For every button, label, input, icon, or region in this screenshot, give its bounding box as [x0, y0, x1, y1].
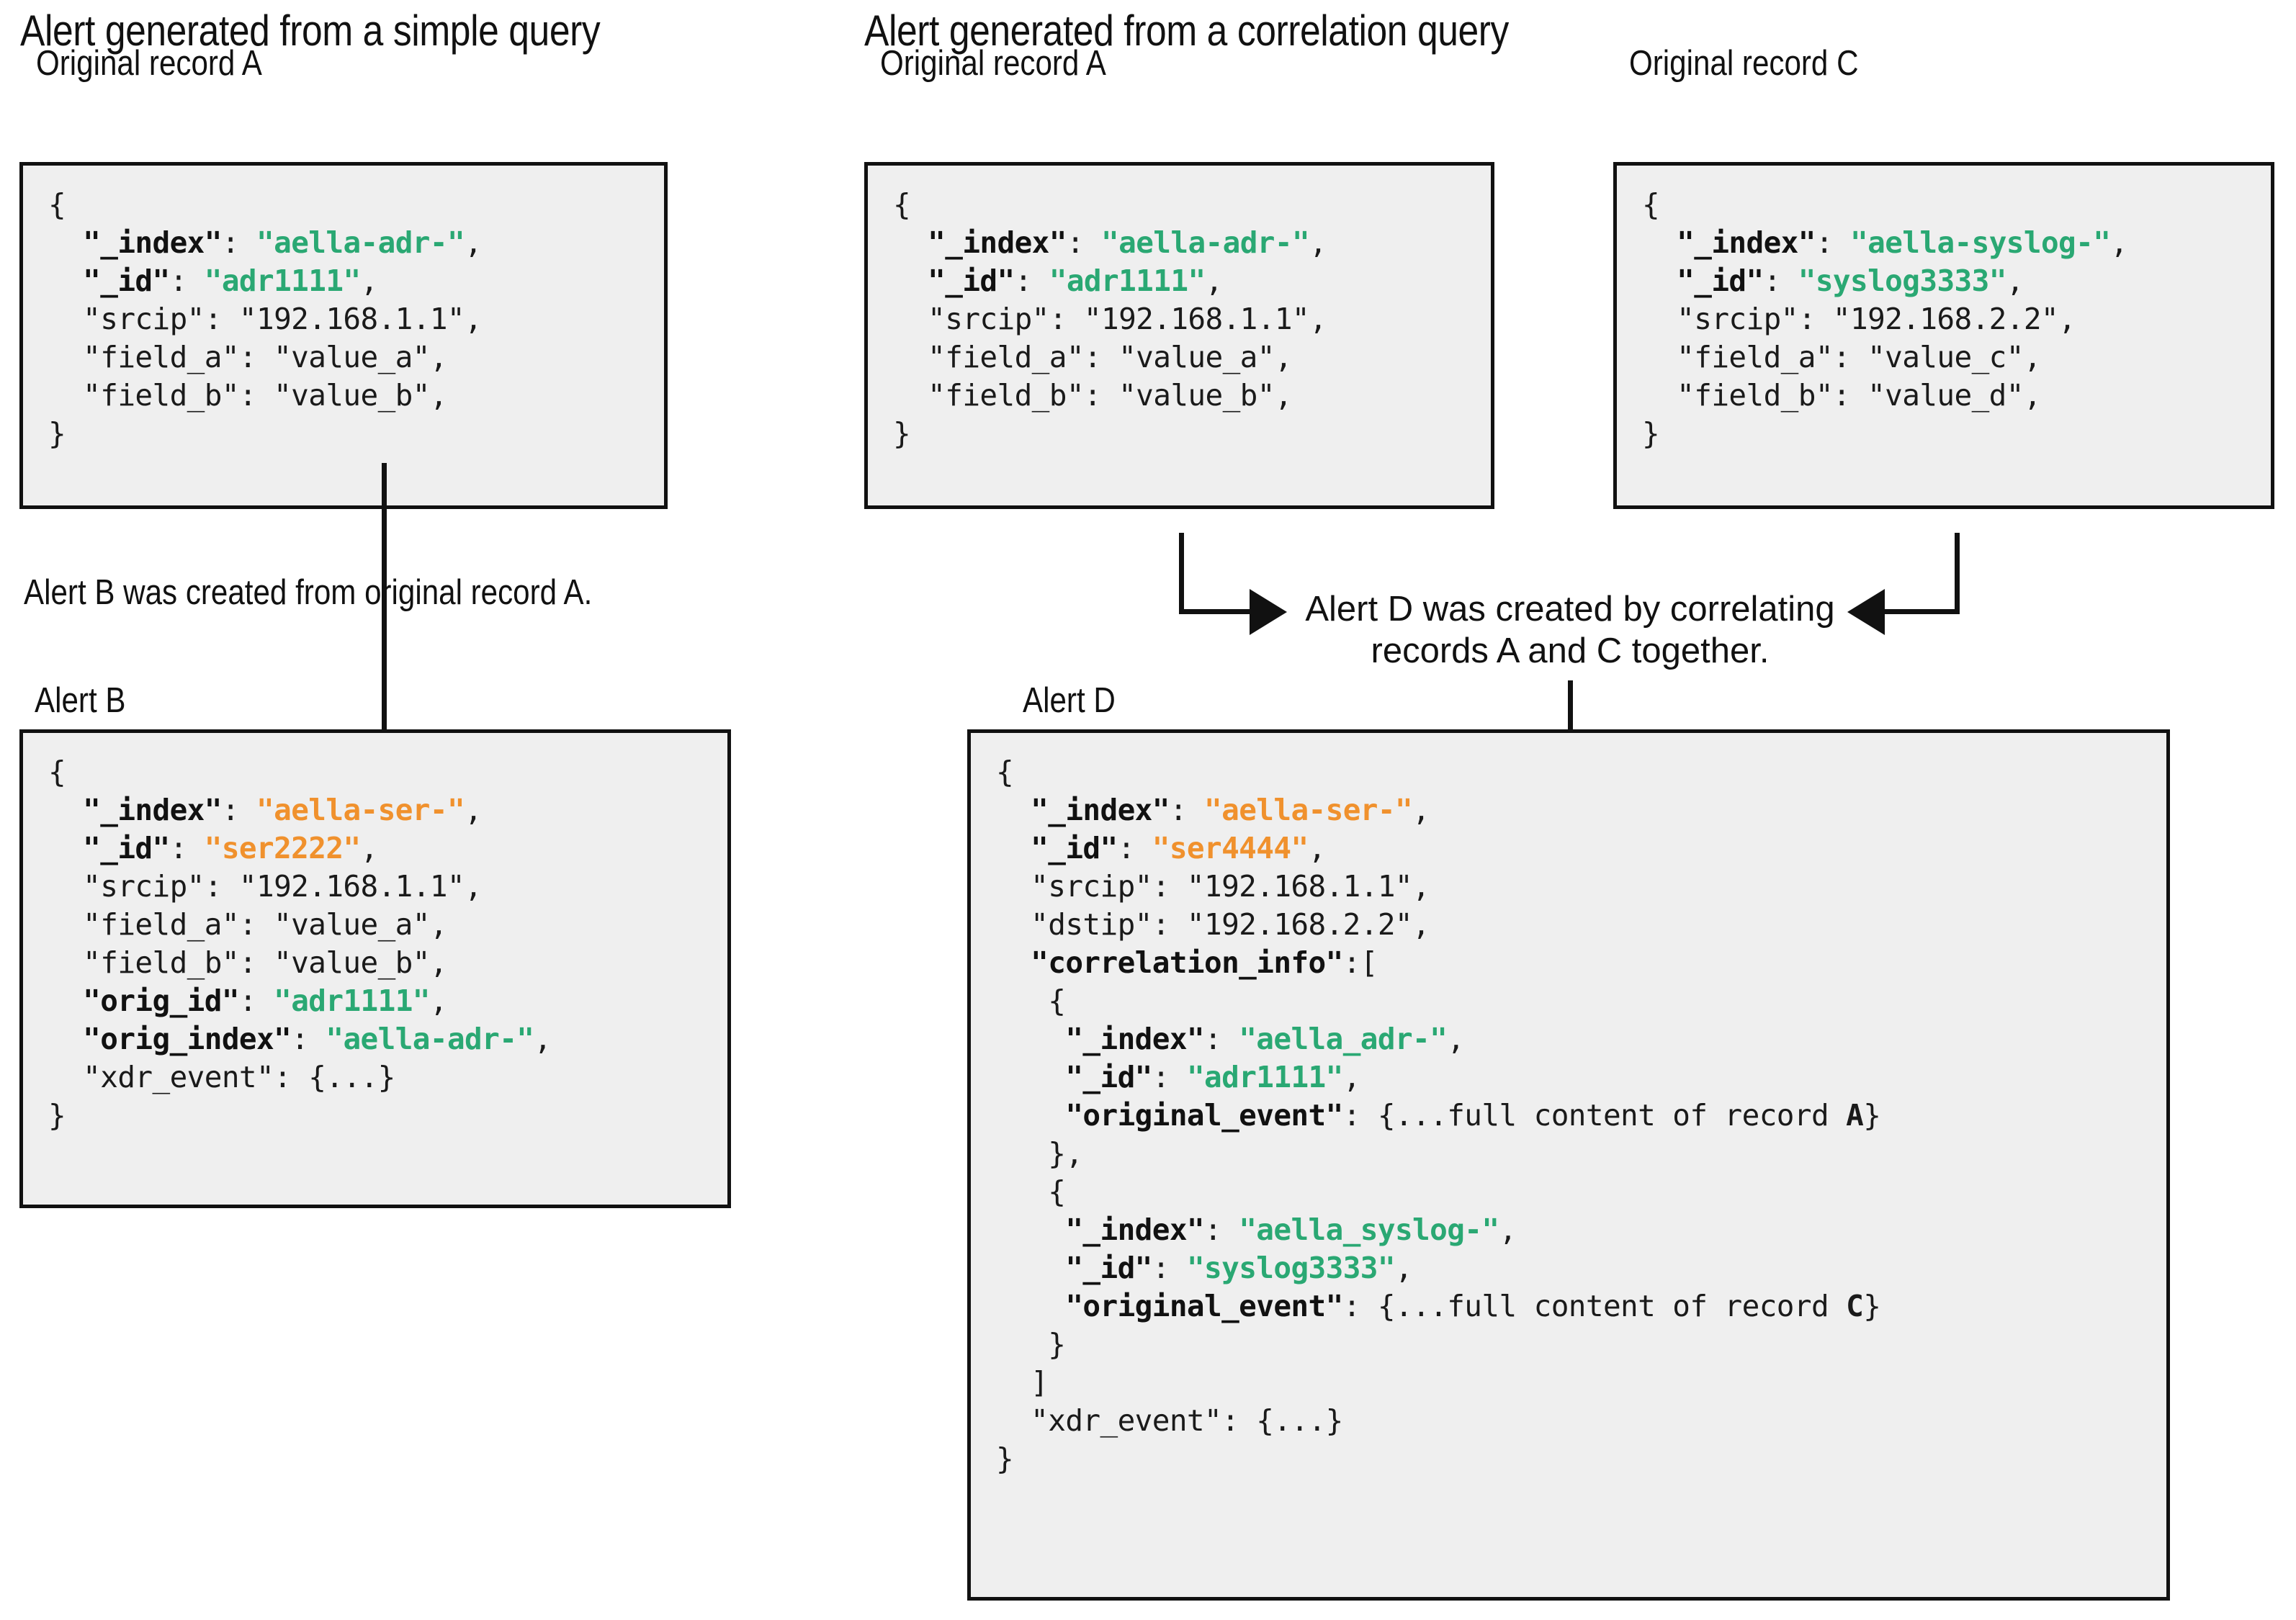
code-line: "_index": "aella-ser-",: [1031, 793, 1430, 827]
code-line: "_index": "aella_adr-",: [1065, 1022, 1465, 1056]
arrow-recC-elbow-hline: [1883, 609, 1960, 614]
alert-d-label: Alert D: [1023, 681, 1116, 720]
code-line: "_id": "syslog3333",: [1065, 1251, 1413, 1285]
code-line: "_id": "ser2222",: [83, 831, 378, 865]
code-line: "xdr_event": {...}: [48, 1060, 395, 1094]
alert-d-box: { "_index": "aella-ser-", "_id": "ser444…: [967, 729, 2170, 1601]
code-line: "orig_index": "aella-adr-",: [83, 1022, 552, 1056]
original-record-c-box: { "_index": "aella-syslog-", "_id": "sys…: [1613, 162, 2274, 509]
right-caption: Alert D was created by correlating recor…: [1305, 590, 1835, 670]
code-line: "field_a": "value_a",: [893, 340, 1292, 374]
code-line: {: [996, 1174, 1066, 1209]
code-line: }: [48, 1098, 66, 1133]
code-line: "_id": "adr1111",: [1065, 1060, 1360, 1094]
code-line: {: [996, 755, 1014, 789]
left-record-a-label: Original record A: [36, 44, 262, 83]
code-line: "srcip": "192.168.1.1",: [48, 302, 483, 336]
code-line: "srcip": "192.168.1.1",: [48, 869, 483, 904]
code-line: "_id": "ser4444",: [1031, 831, 1326, 865]
code-line: "field_b": "value_b",: [48, 378, 447, 413]
code-line: "field_b": "value_b",: [893, 378, 1292, 413]
code-line: "srcip": "192.168.2.2",: [1642, 302, 2076, 336]
alert-b-code: { "_index": "aella-ser-", "_id": "ser222…: [48, 753, 552, 1135]
original-record-a-code-right: { "_index": "aella-adr-", "_id": "adr111…: [893, 186, 1327, 453]
arrow-recA-elbow-vline: [1179, 533, 1184, 614]
arrow-a-to-b-line: [382, 463, 387, 744]
code-line: },: [996, 1136, 1083, 1171]
alert-b-box: { "_index": "aella-ser-", "_id": "ser222…: [19, 729, 731, 1208]
code-line: "_index": "aella_syslog-",: [1065, 1212, 1517, 1247]
code-line: "orig_id": "adr1111",: [83, 984, 447, 1018]
code-line: }: [996, 1441, 1014, 1476]
code-line: "_id": "adr1111",: [83, 264, 378, 298]
code-line: "original_event": {...full content of re…: [1065, 1289, 1881, 1323]
arrow-recA-head: [1250, 589, 1287, 635]
code-line: "_id": "syslog3333",: [1677, 264, 2024, 298]
arrow-recC-elbow-vline: [1955, 533, 1960, 614]
code-line: "dstip": "192.168.2.2",: [996, 907, 1430, 942]
code-line: "xdr_event": {...}: [996, 1403, 1343, 1438]
arrow-recA-elbow-hline: [1179, 609, 1251, 614]
code-line: "_index": "aella-ser-",: [83, 793, 483, 827]
right-panel-title: Alert generated from a correlation query: [864, 6, 1509, 55]
code-line: "field_a": "value_a",: [48, 340, 447, 374]
code-line: }: [893, 416, 911, 451]
code-line: "_index": "aella-adr-",: [928, 225, 1327, 260]
code-line: ]: [996, 1365, 1049, 1400]
right-record-c-label: Original record C: [1629, 44, 1859, 83]
arrow-recC-head: [1847, 589, 1885, 635]
original-record-a-box-left: { "_index": "aella-adr-", "_id": "adr111…: [19, 162, 668, 509]
original-record-c-code: { "_index": "aella-syslog-", "_id": "sys…: [1642, 186, 2128, 453]
code-line: "field_a": "value_c",: [1642, 340, 2041, 374]
code-line: }: [996, 1327, 1066, 1362]
alert-b-label: Alert B: [35, 681, 126, 720]
original-record-a-box-right: { "_index": "aella-adr-", "_id": "adr111…: [864, 162, 1494, 509]
code-line: "original_event": {...full content of re…: [1065, 1098, 1881, 1133]
code-line: "_index": "aella-adr-",: [83, 225, 483, 260]
code-line: {: [1642, 187, 1660, 222]
code-line: "srcip": "192.168.1.1",: [893, 302, 1327, 336]
code-line: {: [48, 187, 66, 222]
code-line: "srcip": "192.168.1.1",: [996, 869, 1430, 904]
code-line: {: [996, 984, 1066, 1018]
right-record-a-label: Original record A: [880, 44, 1106, 83]
original-record-a-code-left: { "_index": "aella-adr-", "_id": "adr111…: [48, 186, 483, 453]
alert-d-code: { "_index": "aella-ser-", "_id": "ser444…: [996, 753, 1881, 1478]
code-line: {: [48, 755, 66, 789]
left-panel-title: Alert generated from a simple query: [20, 6, 601, 55]
code-line: }: [1642, 416, 1660, 451]
code-line: "field_b": "value_d",: [1642, 378, 2041, 413]
code-line: }: [48, 416, 66, 451]
code-line: "correlation_info":[: [1031, 945, 1378, 980]
code-line: "field_b": "value_b",: [48, 945, 447, 980]
code-line: "field_a": "value_a",: [48, 907, 447, 942]
code-line: "_id": "adr1111",: [928, 264, 1223, 298]
left-caption: Alert B was created from original record…: [24, 573, 593, 612]
code-line: {: [893, 187, 911, 222]
code-line: "_index": "aella-syslog-",: [1677, 225, 2128, 260]
